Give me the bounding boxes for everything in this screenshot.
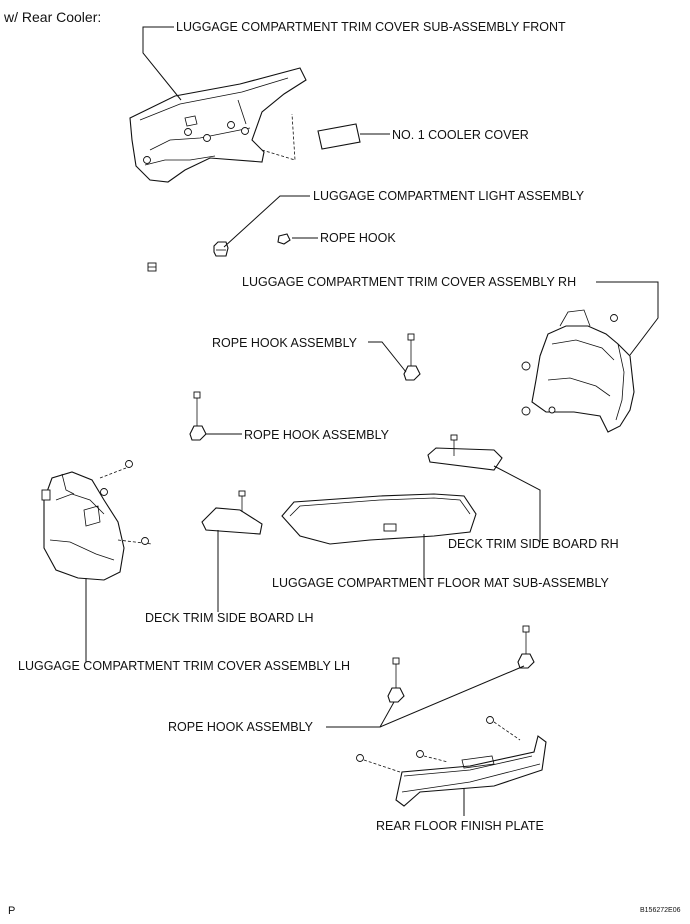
deck-board-rh-leader xyxy=(493,465,541,542)
light-assembly-part xyxy=(213,241,229,257)
trim-cover-rh-part xyxy=(521,309,635,433)
figure-id: B156272E06 xyxy=(640,907,681,914)
trim-rh-label: LUGGAGE COMPARTMENT TRIM COVER ASSEMBLY … xyxy=(242,275,576,289)
diagram-header: w/ Rear Cooler: xyxy=(3,9,101,25)
plate-guide-1 xyxy=(363,759,401,773)
rope-hook-assembly-1-part xyxy=(403,333,421,381)
trim-cover-lh-part xyxy=(41,471,125,581)
rope-hook-part xyxy=(277,233,291,245)
trim-front-leader xyxy=(142,26,182,101)
deck-board-lh-part xyxy=(201,490,263,535)
trim-rh-leader xyxy=(596,281,659,356)
clip-icon xyxy=(141,537,149,545)
rope-hook-assy-1-leader xyxy=(368,341,407,373)
rope-hook-assy-3-leader-b xyxy=(379,665,525,728)
rope-hook-assembly-3-part xyxy=(387,625,535,703)
floor-mat-label: LUGGAGE COMPARTMENT FLOOR MAT SUB-ASSEMB… xyxy=(272,576,610,590)
deck-board-lh-label: DECK TRIM SIDE BOARD LH xyxy=(145,611,314,625)
clip-icon xyxy=(147,262,157,272)
rope-hook-assy-1-label: ROPE HOOK ASSEMBLY xyxy=(212,336,358,350)
rope-hook-assembly-2-part xyxy=(189,391,207,441)
trim-front-label: LUGGAGE COMPARTMENT TRIM COVER SUB-ASSEM… xyxy=(176,20,566,34)
floor-mat-part xyxy=(281,493,477,545)
plate-guide-2 xyxy=(423,755,449,763)
deck-board-rh-part xyxy=(427,434,503,471)
screw-icon xyxy=(356,754,364,762)
trim-lh-guide-2 xyxy=(117,539,153,545)
screw-icon xyxy=(416,750,424,758)
trim-cover-front-part xyxy=(129,67,307,183)
light-assembly-label: LUGGAGE COMPARTMENT LIGHT ASSEMBLY xyxy=(313,189,585,203)
plate-guide-3 xyxy=(493,721,521,741)
trim-lh-guide-1 xyxy=(99,467,127,479)
clip-icon xyxy=(125,460,133,468)
cooler-cover-part xyxy=(317,123,361,150)
rope-hook-assy-2-label: ROPE HOOK ASSEMBLY xyxy=(244,428,390,442)
rope-hook-assy-3-label: ROPE HOOK ASSEMBLY xyxy=(168,720,314,734)
light-assembly-leader xyxy=(223,195,310,248)
cooler-cover-label: NO. 1 COOLER COVER xyxy=(392,128,529,142)
rope-hook-label: ROPE HOOK xyxy=(320,231,396,245)
rope-hook-assy-3-leader-a xyxy=(326,701,395,728)
rear-floor-finish-plate-part xyxy=(395,735,547,807)
clip-icon xyxy=(100,488,108,496)
finish-plate-label: REAR FLOOR FINISH PLATE xyxy=(376,819,544,833)
deck-board-rh-label: DECK TRIM SIDE BOARD RH xyxy=(448,537,619,551)
screw-icon xyxy=(486,716,494,724)
cooler-guide-dashes xyxy=(261,113,296,161)
trim-lh-label: LUGGAGE COMPARTMENT TRIM COVER ASSEMBLY … xyxy=(18,659,350,673)
page-mark: P xyxy=(8,905,15,917)
